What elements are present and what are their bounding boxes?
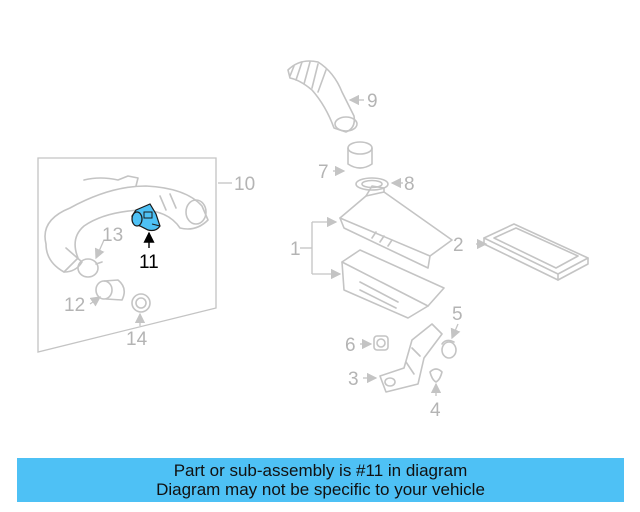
part-14-ring — [131, 293, 151, 313]
callout-3: 3 — [348, 369, 359, 390]
callout-2: 2 — [453, 235, 464, 256]
callout-1: 1 — [290, 239, 301, 260]
part-1-air-cleaner-housing — [339, 185, 453, 319]
part-7-coupler — [347, 141, 373, 169]
part-info-banner: Part or sub-assembly is #11 in diagram D… — [17, 458, 624, 502]
part-12-hose — [95, 279, 126, 301]
parts-diagram: 9 7 8 1 2 6 — [37, 60, 589, 421]
banner-line-1: Part or sub-assembly is #11 in diagram — [173, 461, 468, 480]
callout-12: 12 — [64, 295, 85, 316]
callout-10: 10 — [234, 174, 255, 195]
part-5-bushing — [441, 339, 457, 359]
callout-7: 7 — [318, 162, 329, 183]
callout-5: 5 — [452, 304, 463, 325]
callout-14: 14 — [126, 329, 148, 350]
part-4-clip — [429, 368, 443, 383]
callout-13: 13 — [102, 225, 123, 246]
part-2-filter-element — [483, 223, 589, 281]
part-11-highlighted-sensor[interactable] — [131, 203, 161, 232]
banner-line-2: Diagram may not be specific to your vehi… — [156, 480, 485, 499]
part-3-bracket — [379, 323, 443, 393]
callout-8: 8 — [404, 174, 415, 195]
part-10-intake-tube-assembly — [37, 157, 217, 353]
part-9-intake-duct — [287, 60, 358, 133]
callout-6: 6 — [345, 335, 356, 356]
part-13-clamp — [77, 258, 103, 278]
callout-9: 9 — [367, 91, 378, 112]
callout-4: 4 — [430, 400, 441, 421]
callout-11: 11 — [139, 252, 159, 273]
part-6-grommet — [373, 335, 389, 351]
